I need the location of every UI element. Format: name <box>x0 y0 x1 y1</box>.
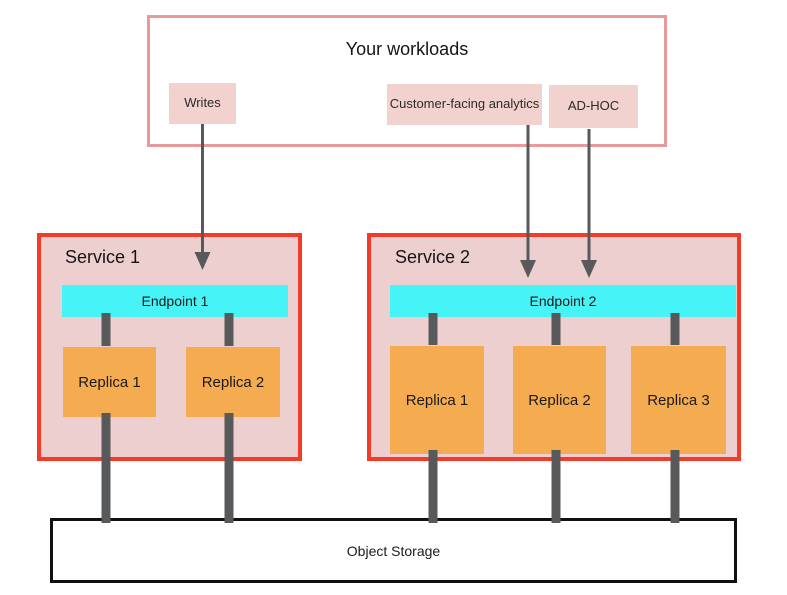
service-1-label: Service 1 <box>65 247 141 267</box>
service-2-box: Service 2 Endpoint 2 Replica 1 Replica 2… <box>367 233 741 461</box>
service-2-replica-1: Replica 1 <box>390 346 484 454</box>
service-1-replica-1: Replica 1 <box>63 347 156 417</box>
service-2-replica-2: Replica 2 <box>513 346 606 454</box>
service-2-replica-3: Replica 3 <box>631 346 726 454</box>
service-2-label: Service 2 <box>395 247 471 267</box>
workloads-title: Your workloads <box>345 39 469 59</box>
workloads-box: Your workloads <box>147 15 667 147</box>
service-2-endpoint: Endpoint 2 <box>390 285 736 317</box>
service-1-box: Service 1 Endpoint 1 Replica 1 Replica 2 <box>37 233 302 461</box>
workload-ad-hoc: AD-HOC <box>549 85 638 128</box>
workload-customer-facing-analytics: Customer-facing analytics <box>387 84 542 125</box>
workload-writes: Writes <box>169 83 236 124</box>
object-storage-box: Object Storage <box>50 518 737 583</box>
service-1-replica-2: Replica 2 <box>186 347 280 417</box>
service-1-endpoint: Endpoint 1 <box>62 285 288 317</box>
